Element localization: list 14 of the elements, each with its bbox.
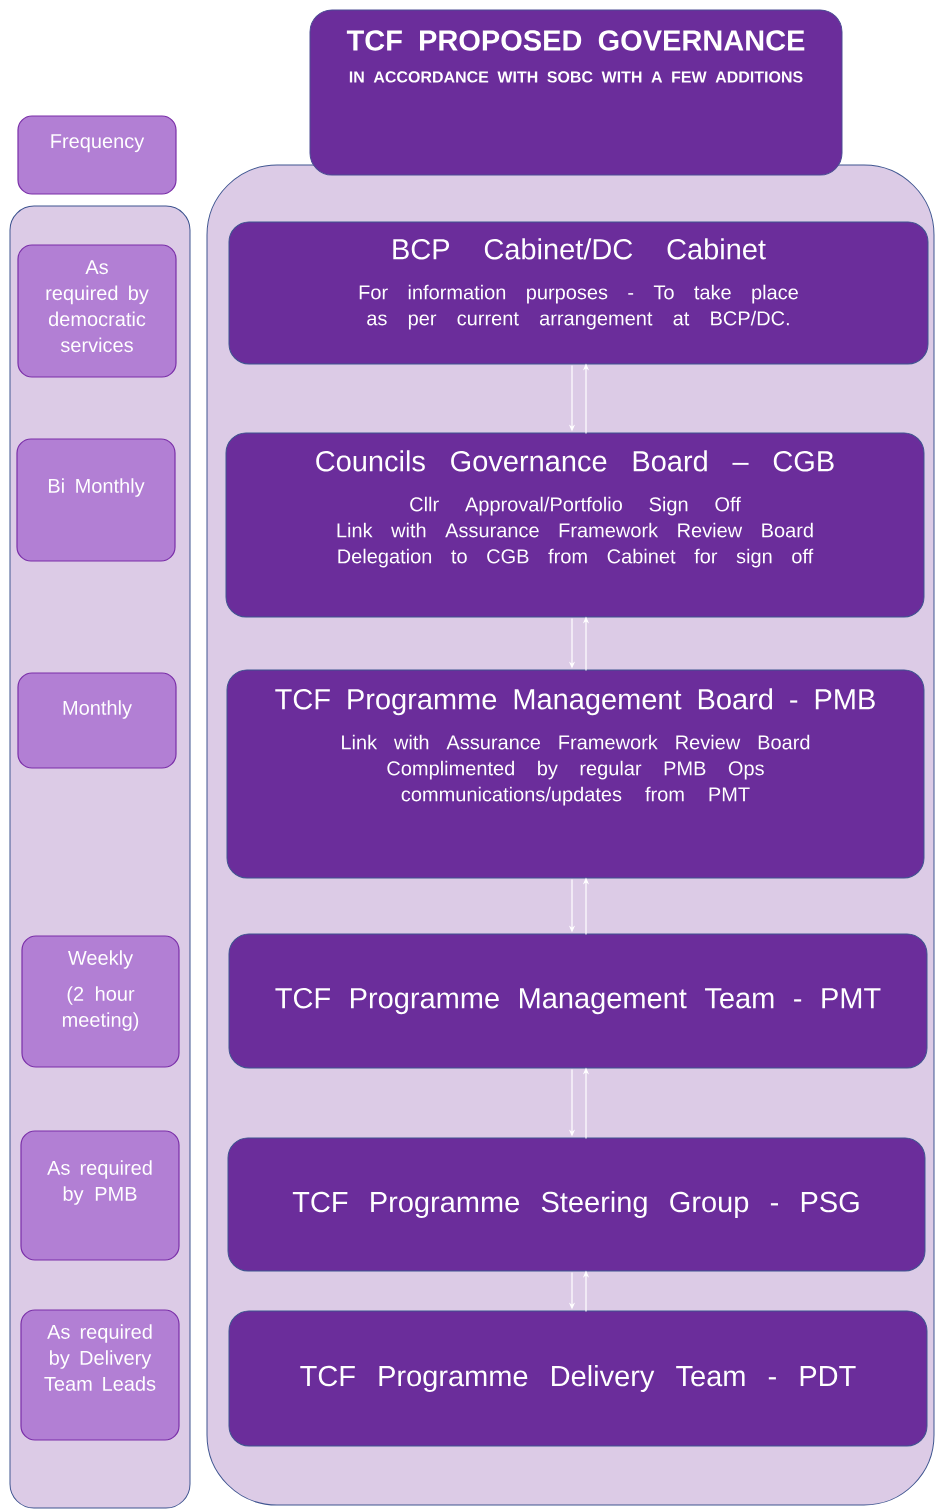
process-box: TCF Programme Management Board - PMB Link with Assurance Framework Review Board Complimented by regular PMB Ops communications/updates from PMT <box>226 669 925 879</box>
frequency-box: As required by democratic services <box>17 244 177 378</box>
frequency-box: Weekly (2 hour meeting) <box>21 935 180 1068</box>
frequency-box: As required by PMB <box>20 1130 180 1261</box>
frequency-box: As required by Delivery Team Leads <box>20 1309 180 1441</box>
process-box: TCF Programme Management Team - PMT <box>228 933 928 1069</box>
frequency-box: Frequency <box>17 115 177 195</box>
frequency-box: Monthly <box>17 672 177 769</box>
process-box: TCF Programme Delivery Team - PDT <box>228 1310 928 1447</box>
process-box: BCP Cabinet/DC Cabinet For information purposes - To take place as per current arrangement at BCP/DC. <box>228 221 929 365</box>
title-box: TCF PROPOSED GOVERNANCE IN ACCORDANCE WITH SOBC WITH A FEW ADDITIONS <box>309 9 843 176</box>
process-box: TCF Programme Steering Group - PSG <box>227 1137 926 1272</box>
process-box: Councils Governance Board – CGB Cllr Approval/Portfolio Sign Off Link with Assurance Framework Review Board Delegation to CGB from Cabinet for sign off <box>225 432 925 618</box>
frequency-box: Bi Monthly <box>16 438 176 562</box>
